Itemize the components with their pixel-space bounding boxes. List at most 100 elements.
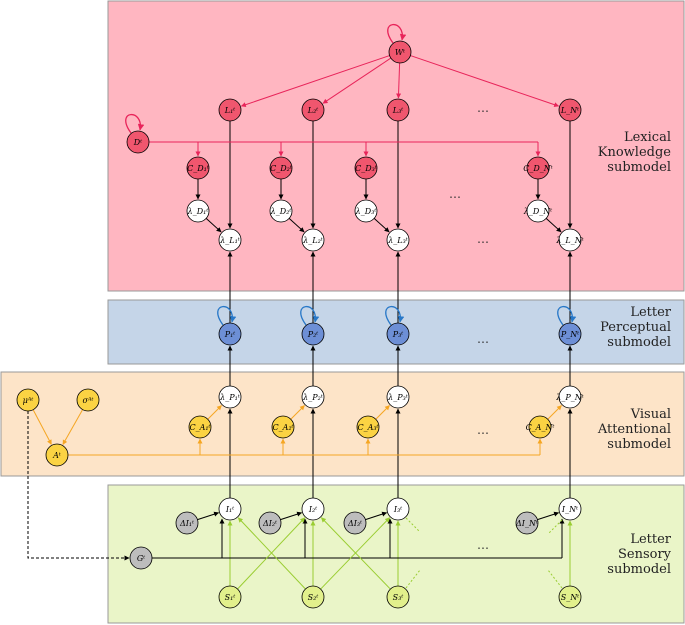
svg-text:σᴬᵗ: σᴬᵗ [82, 396, 93, 405]
svg-text:ΔI₂ᵗ: ΔI₂ᵗ [262, 519, 277, 528]
svg-text:submodel: submodel [607, 335, 671, 350]
svg-text:P₂ᵗ: P₂ᵗ [307, 330, 319, 339]
self-loop-P0 [217, 305, 237, 326]
lamL2-node: λ_L₃ᵗ [386, 228, 410, 252]
svg-text:λ_D_Nᵗ: λ_D_Nᵗ [523, 207, 552, 216]
svg-text:submodel: submodel [607, 160, 671, 175]
sigmaA-node: σᴬᵗ [76, 388, 100, 412]
lamP3-node: λ_P_Nᵗ [555, 385, 584, 409]
svg-text:C_A₁ᵗ: C_A₁ᵗ [189, 423, 210, 432]
muA-node: μᴬᵗ [16, 388, 40, 412]
svg-text:I₃ᵗ: I₃ᵗ [393, 505, 402, 514]
svg-text:Aᵗ: Aᵗ [52, 451, 61, 460]
I2-node: I₃ᵗ [386, 497, 410, 521]
dI0-node: ΔI₁ᵗ [175, 511, 199, 535]
I0-node: I₁ᵗ [218, 497, 242, 521]
lamD0-node: λ_D₁ᵗ [186, 199, 210, 223]
lamD3-node: λ_D_Nᵗ [523, 199, 552, 223]
lamP2-node: λ_P₃ᵗ [386, 385, 410, 409]
ellipsis-L: … [477, 101, 489, 115]
svg-text:Visual: Visual [630, 407, 671, 422]
perceptual-submodel-title: Letter Perceptual submodel [600, 305, 672, 350]
svg-text:λ_L₁ᵗ: λ_L₁ᵗ [219, 236, 240, 245]
P2-node: P₃ᵗ [386, 322, 410, 346]
svg-text:submodel: submodel [607, 562, 671, 577]
edge-dI2-to-I2 [365, 511, 388, 521]
P1-node: P₂ᵗ [301, 322, 325, 346]
svg-text:L₁ᵗ: L₁ᵗ [224, 106, 236, 115]
edge-I3-continue [405, 517, 421, 533]
svg-text:λ_L₂ᵗ: λ_L₂ᵗ [302, 236, 323, 245]
svg-text:C_D₁ᵗ: C_D₁ᵗ [187, 164, 209, 173]
svg-text:Wᵗ: Wᵗ [395, 48, 405, 57]
svg-text:C_D₃ᵗ: C_D₃ᵗ [355, 164, 377, 173]
ellipsis-CA: … [477, 423, 489, 437]
sensory-submodel-title: Letter Sensory submodel [607, 532, 671, 577]
P0-node: P₁ᵗ [218, 322, 242, 346]
svg-text:Letter: Letter [630, 305, 671, 320]
lamL0-node: λ_L₁ᵗ [218, 228, 242, 252]
edge-lamD0-to-lamL0 [205, 218, 222, 233]
svg-text:Lexical: Lexical [624, 130, 671, 145]
lamD2-node: λ_D₃ᵗ [354, 199, 378, 223]
svg-text:P₁ᵗ: P₁ᵗ [224, 330, 236, 339]
svg-text:S₂ᵗ: S₂ᵗ [308, 593, 319, 602]
edge-W-to-L1 [322, 57, 392, 104]
dI2-node: ΔI₃ᵗ [343, 511, 367, 535]
edge-S2-to-I1 [320, 517, 391, 590]
CD1-node: C_D₂ᵗ [269, 156, 293, 180]
L1-node: L₂ᵗ [301, 98, 325, 122]
svg-text:ΔI_Nᵗ: ΔI_Nᵗ [515, 519, 538, 528]
CA3-node: C_A_Nᵗ [526, 415, 555, 439]
svg-text:λ_P₃ᵗ: λ_P₃ᵗ [387, 393, 408, 402]
self-loop-P1 [300, 305, 320, 326]
G-node: Gᵗ [129, 546, 153, 570]
edge-S1-to-I0 [237, 517, 306, 590]
attention-submodel-title: Visual Attentional submodel [597, 407, 671, 452]
svg-text:S_Nᵗ: S_Nᵗ [561, 593, 579, 602]
svg-text:L_Nᵗ: L_Nᵗ [560, 106, 579, 115]
svg-text:Attentional: Attentional [597, 422, 671, 437]
CD2-node: C_D₃ᵗ [354, 156, 378, 180]
CD0-node: C_D₁ᵗ [186, 156, 210, 180]
edge-lamD1-to-lamL1 [288, 218, 305, 233]
dI3-node: ΔI_Nᵗ [515, 511, 539, 535]
svg-text:λ_P_Nᵗ: λ_P_Nᵗ [555, 393, 583, 402]
edge-W-to-L2 [396, 62, 402, 99]
svg-text:λ_L_Nᵗ: λ_L_Nᵗ [555, 236, 583, 245]
W-node: Wᵗ [388, 40, 412, 64]
svg-text:C_D_Nᵗ: C_D_Nᵗ [523, 164, 553, 173]
S1-node: S₂ᵗ [301, 585, 325, 609]
svg-text:C_A₃ᵗ: C_A₃ᵗ [357, 423, 378, 432]
svg-text:C_D₂ᵗ: C_D₂ᵗ [270, 164, 292, 173]
svg-text:I_Nᵗ: I_Nᵗ [561, 505, 578, 514]
svg-text:L₃ᵗ: L₃ᵗ [392, 106, 404, 115]
lamL1-node: λ_L₂ᵗ [301, 228, 325, 252]
svg-text:Perceptual: Perceptual [600, 320, 671, 335]
svg-text:λ_D₃ᵗ: λ_D₃ᵗ [355, 207, 377, 216]
ellipsis-lamL: … [477, 232, 489, 246]
edge-dI1-to-I1 [280, 511, 303, 521]
svg-text:P₃ᵗ: P₃ᵗ [392, 330, 404, 339]
lamD1-node: λ_D₂ᵗ [269, 199, 293, 223]
S0-node: S₁ᵗ [218, 585, 242, 609]
svg-text:S₁ᵗ: S₁ᵗ [225, 593, 236, 602]
edge-lamD2-to-lamL2 [373, 218, 390, 233]
I3-node: I_Nᵗ [558, 497, 582, 521]
svg-text:Gᵗ: Gᵗ [137, 554, 145, 563]
edge-W-to-L3 [410, 55, 560, 108]
edge-muA-to-A [32, 409, 52, 445]
svg-text:ΔI₁ᵗ: ΔI₁ᵗ [179, 519, 194, 528]
svg-text:ΔI₃ᵗ: ΔI₃ᵗ [347, 519, 362, 528]
S3-node: S_Nᵗ [558, 585, 582, 609]
svg-text:C_A_Nᵗ: C_A_Nᵗ [526, 423, 555, 432]
svg-text:λ_D₂ᵗ: λ_D₂ᵗ [270, 207, 292, 216]
svg-text:L₂ᵗ: L₂ᵗ [307, 106, 319, 115]
svg-text:C_A₂ᵗ: C_A₂ᵗ [272, 423, 293, 432]
self-loop-P2 [385, 305, 405, 326]
edge-lamD3-to-lamL3 [545, 218, 562, 233]
attention-submodel-panel [0, 371, 685, 477]
svg-text:λ_D₁ᵗ: λ_D₁ᵗ [187, 207, 209, 216]
edge-dI3-to-I3 [537, 511, 560, 521]
CD3-node: C_D_Nᵗ [523, 156, 553, 180]
